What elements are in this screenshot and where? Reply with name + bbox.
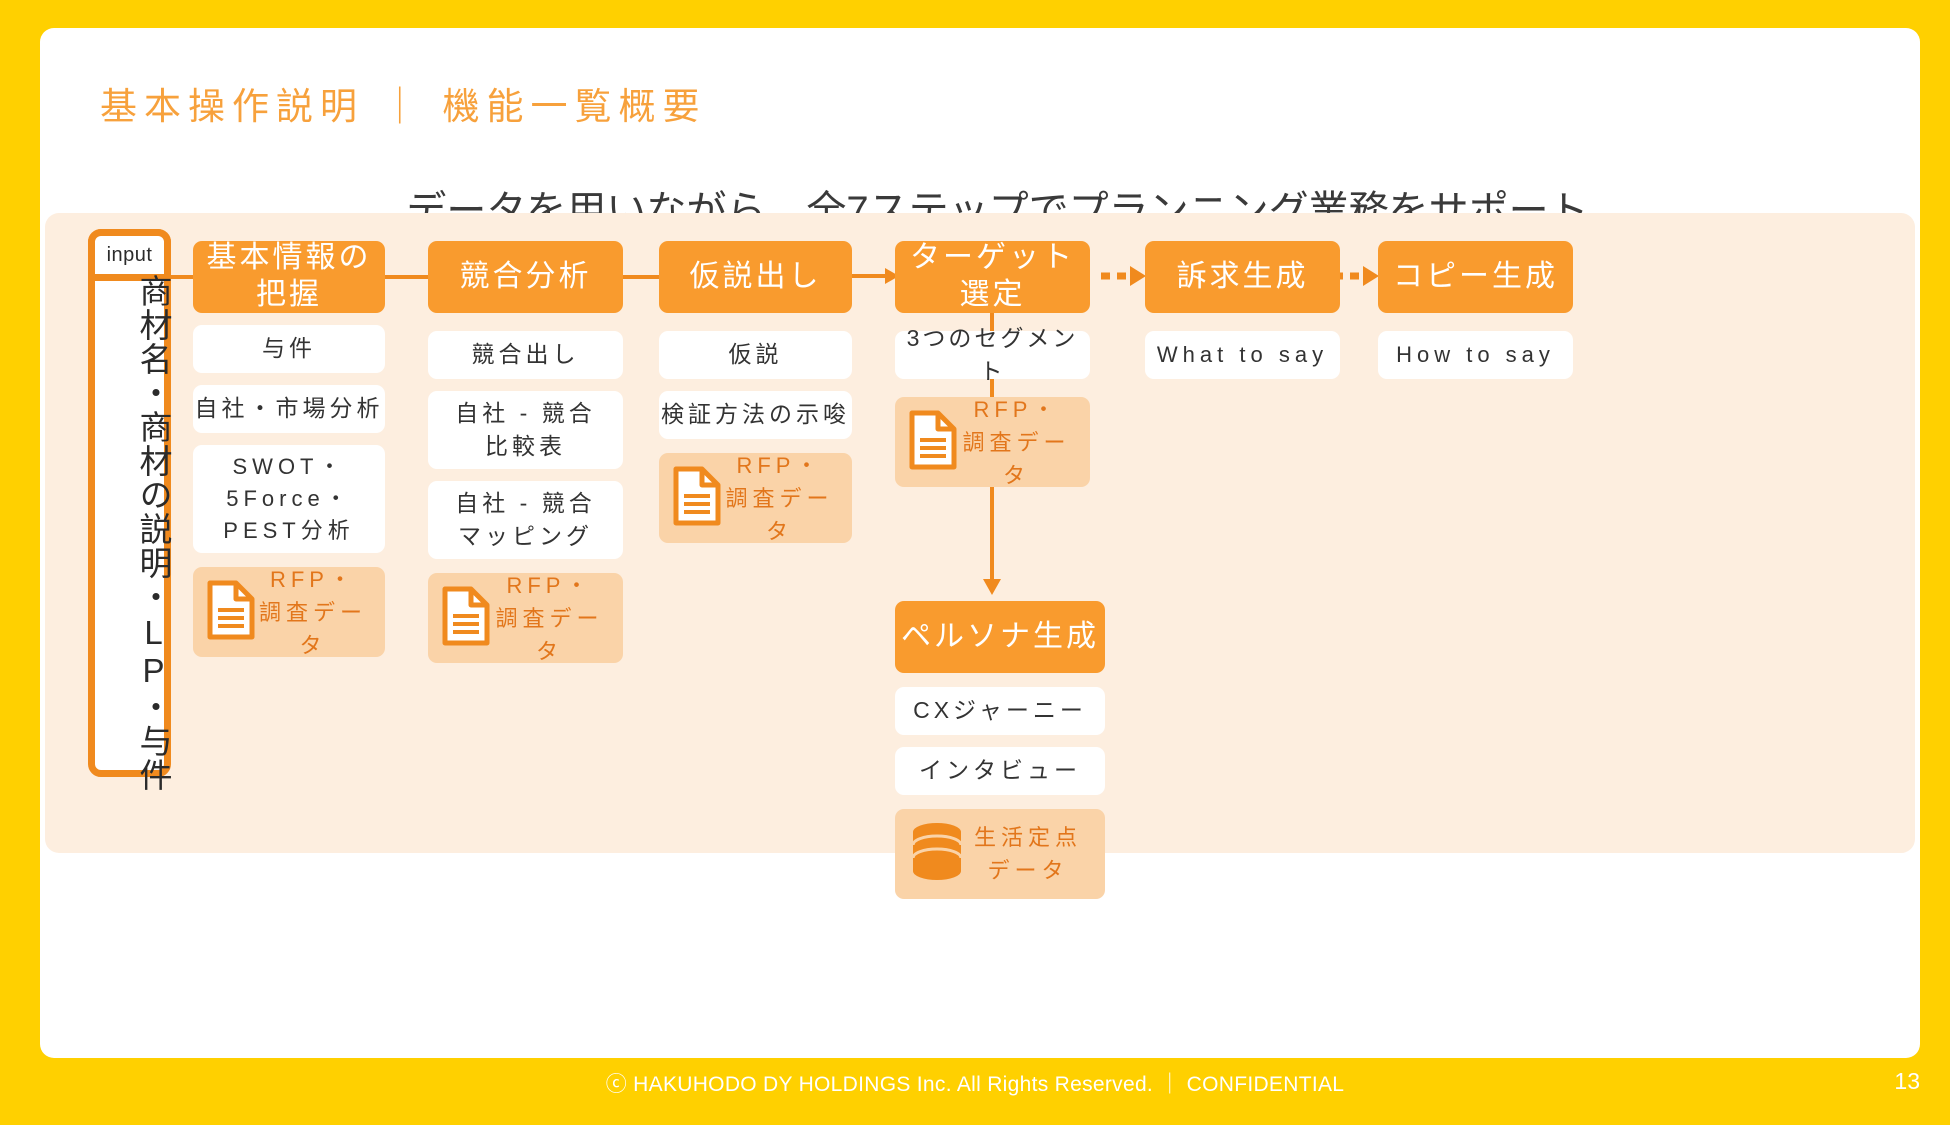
page-title: 基本操作説明 ｜ 機能一覧概要	[100, 86, 707, 127]
stage-header-appeal-generation[interactable]: 訴求生成	[1145, 241, 1340, 313]
stage-header-copy-generation[interactable]: コピー生成	[1378, 241, 1573, 313]
stage-header-label: ペルソナ生成	[901, 619, 1099, 653]
stage-header-label: 仮説出し	[689, 259, 822, 293]
document-icon	[673, 466, 721, 531]
data-source-box-rfp[interactable]: RFP・ 調査データ	[428, 573, 623, 664]
stage-column-persona: ペルソナ生成 CXジャーニー インタビュー	[895, 601, 1105, 899]
data-source-label: 生活定点 データ	[973, 825, 1082, 883]
footer-copyright: ⓒ HAKUHODO DY HOLDINGS Inc. All Rights R…	[605, 1073, 1345, 1096]
stage-header-label: コピー生成	[1393, 259, 1558, 293]
stage-column-hypothesis: 仮説出し 仮説 検証方法の示唆 RFP・ 調査データ	[659, 241, 852, 544]
data-source-label: RFP・ 調査データ	[258, 566, 367, 658]
item-box[interactable]: 競合出し	[428, 331, 623, 379]
item-label: インタビュー	[919, 757, 1081, 784]
item-label: What to say	[1156, 342, 1329, 368]
item-label: 自社・市場分析	[194, 395, 384, 422]
item-box[interactable]: 自社 - 競合 比較表	[428, 391, 623, 469]
stage-header-target-selection[interactable]: ターゲット選定	[895, 241, 1090, 313]
item-label: 与件	[262, 335, 316, 362]
arrow-target-to-persona	[983, 487, 1001, 595]
page-number: 13	[1894, 1068, 1920, 1094]
input-vertical-text: 商材名・商材の説明・LP・与件	[135, 274, 172, 792]
item-box[interactable]: 自社 - 競合 マッピング	[428, 481, 623, 559]
data-source-label: RFP・ 調査データ	[725, 452, 834, 544]
stage-column-copy-generation: コピー生成 How to say	[1378, 241, 1573, 379]
stage-header-label: ターゲット選定	[910, 241, 1075, 311]
flow-diagram-panel: input 商材名・商材の説明・LP・与件 基本情報の 把握 与件	[45, 213, 1915, 899]
item-box[interactable]: 自社・市場分析	[193, 385, 385, 433]
item-label: 自社 - 競合 マッピング	[455, 489, 596, 549]
item-box[interactable]: What to say	[1145, 331, 1340, 379]
document-icon	[442, 586, 490, 651]
stage-header-label: 基本情報の 把握	[206, 241, 372, 311]
item-box[interactable]: SWOT・ 5Force・ PEST分析	[193, 445, 385, 553]
item-label: CXジャーニー	[913, 697, 1087, 724]
stage-column-basic-info: 基本情報の 把握 与件 自社・市場分析 SWOT・ 5Force・ PEST分析	[193, 241, 385, 658]
input-rail	[88, 229, 171, 777]
item-label: 検証方法の示唆	[661, 401, 850, 428]
document-icon	[909, 410, 957, 475]
item-label: 競合出し	[471, 341, 580, 368]
item-box[interactable]: 検証方法の示唆	[659, 391, 852, 439]
slide-card: 基本操作説明 ｜ 機能一覧概要 データを用いながら、全7ステップでプランニング業…	[40, 28, 1920, 1058]
data-source-box-lifestyle[interactable]: 生活定点 データ	[895, 809, 1105, 899]
connector-stage2-to-stage3	[623, 275, 659, 279]
data-source-label: RFP・ 調査データ	[962, 396, 1071, 488]
item-box[interactable]: 3つのセグメント	[895, 325, 1090, 384]
item-label: How to say	[1396, 342, 1555, 368]
stage-column-appeal-generation: 訴求生成 What to say	[1145, 241, 1340, 379]
input-badge: input	[88, 229, 171, 281]
stage-header-label: 訴求生成	[1176, 259, 1309, 293]
stage-header-persona[interactable]: ペルソナ生成	[895, 601, 1105, 673]
stage-column-competitor-analysis: 競合分析 競合出し 自社 - 競合 比較表 自社 - 競合 マッピング	[428, 241, 623, 664]
data-source-box-rfp[interactable]: RFP・ 調査データ	[895, 397, 1090, 488]
data-source-label: RFP・ 調査データ	[495, 572, 604, 664]
arrow-hypothesis-to-target	[851, 268, 899, 284]
item-box[interactable]: 仮説	[659, 331, 852, 379]
data-source-box-rfp[interactable]: RFP・ 調査データ	[193, 567, 385, 658]
item-label: SWOT・ 5Force・ PEST分析	[223, 454, 355, 543]
stage-header-label: 競合分析	[459, 259, 592, 293]
item-box[interactable]: インタビュー	[895, 747, 1105, 795]
stage-header-basic-info[interactable]: 基本情報の 把握	[193, 241, 385, 313]
item-label: 自社 - 競合 比較表	[455, 399, 596, 459]
document-icon	[207, 580, 255, 645]
stage-column-target-selection: ターゲット選定 3つのセグメント RFP・ 調査データ	[895, 241, 1090, 488]
stage-header-competitor-analysis[interactable]: 競合分析	[428, 241, 623, 313]
item-box[interactable]: CXジャーニー	[895, 687, 1105, 735]
item-label: 3つのセグメント	[906, 324, 1079, 384]
connector-target-vertical-2	[990, 379, 994, 397]
database-icon	[909, 821, 965, 888]
connector-stage1-to-stage2	[384, 275, 428, 279]
arrow-target-to-appeal	[1101, 266, 1146, 286]
connector-target-vertical-1	[990, 313, 994, 331]
item-label: 仮説	[728, 341, 783, 368]
item-box[interactable]: How to say	[1378, 331, 1573, 379]
stage-header-hypothesis[interactable]: 仮説出し	[659, 241, 852, 313]
data-source-box-rfp[interactable]: RFP・ 調査データ	[659, 453, 852, 544]
connector-input-to-stage1	[171, 275, 193, 279]
item-box[interactable]: 与件	[193, 325, 385, 373]
